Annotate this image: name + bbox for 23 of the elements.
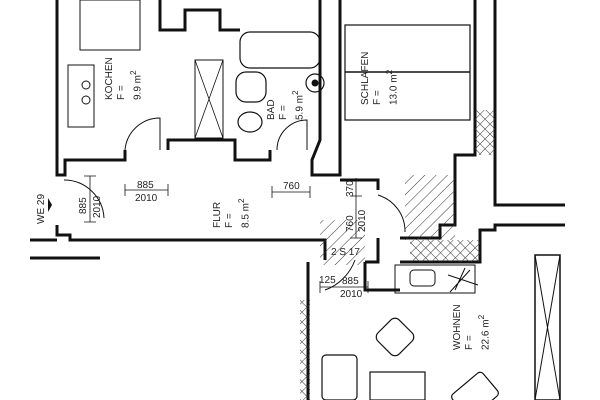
room-label: WOHNEN: [452, 304, 463, 350]
area-label: F =: [224, 213, 235, 228]
dimension-text: 885: [78, 197, 89, 214]
dimension-text: 370: [345, 180, 356, 197]
stair-label: 2 S 17: [331, 247, 360, 258]
area-label: F =: [464, 335, 475, 350]
dimension-text: 2010: [340, 289, 362, 300]
dimension-text: 2010: [135, 193, 158, 204]
room-label: FLUR: [212, 202, 223, 228]
dimension-text: 760: [283, 181, 300, 192]
room-label: KOCHEN: [104, 57, 115, 100]
dimension-text: 2010: [357, 210, 368, 232]
area-label: F =: [116, 85, 127, 100]
area-label: F =: [278, 105, 289, 120]
dimension-text: 125: [319, 275, 336, 286]
dimension-text: 885: [342, 276, 359, 287]
unit-number: WE 29: [36, 194, 47, 224]
room-label: SCHLAFEN: [360, 52, 371, 105]
room-label: BAD: [266, 99, 277, 120]
dimension-text: 760: [345, 215, 356, 232]
dimension-text: 2010: [92, 196, 103, 218]
area-label: F =: [372, 90, 383, 105]
dimension-text: 885: [137, 180, 154, 191]
